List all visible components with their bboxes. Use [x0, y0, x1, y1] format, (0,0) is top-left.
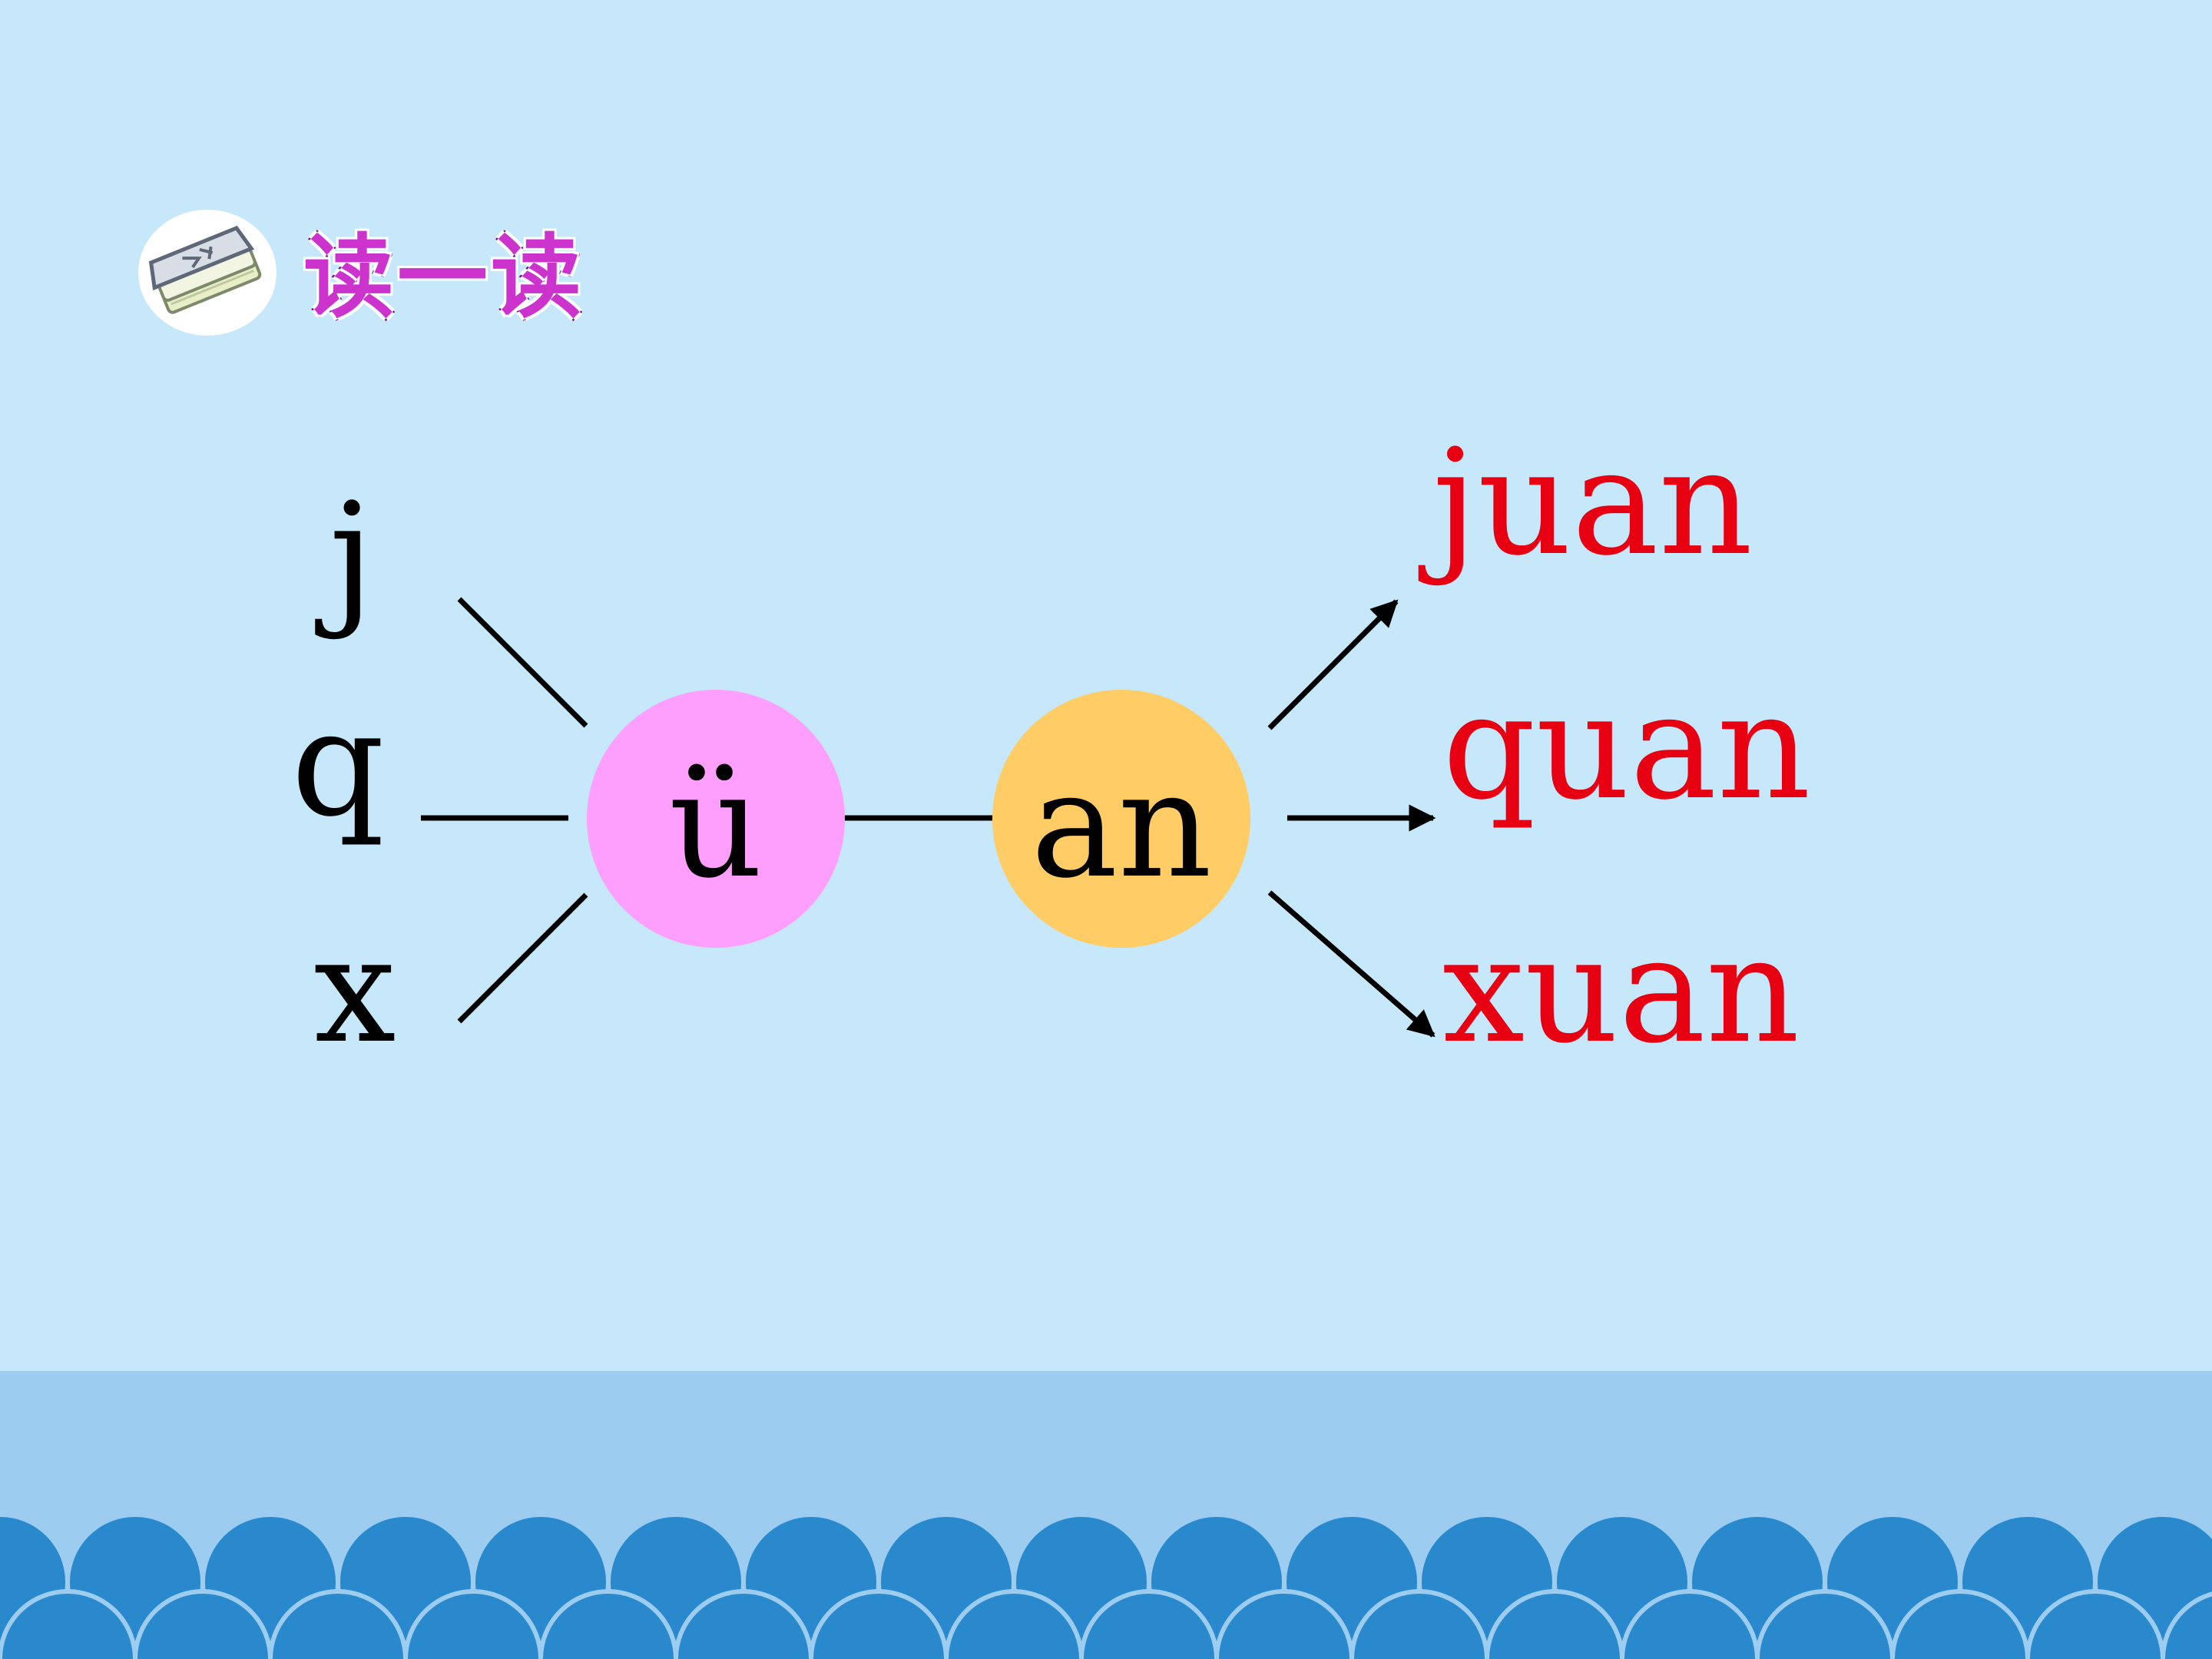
wave-scallop [1890, 1589, 2030, 1659]
wave-scallop [0, 1589, 137, 1659]
wave-scallop [1620, 1589, 1760, 1659]
wave-scallop [538, 1589, 678, 1659]
initial-x: x [313, 906, 396, 1075]
arrow-juan [1267, 599, 1399, 730]
wave-scallop [268, 1589, 408, 1659]
wave-scallop [944, 1589, 1084, 1659]
wave-scallop [1349, 1589, 1489, 1659]
wave-decoration [0, 1512, 2212, 1659]
result-xuan: xuan [1442, 906, 1800, 1075]
wave-scallop [809, 1589, 949, 1659]
result-quan: quan [1442, 662, 1811, 832]
wave-scallop [1755, 1589, 1895, 1659]
medial-circle [587, 690, 845, 948]
wave-scallop [1214, 1589, 1354, 1659]
result-juan: juan [1418, 418, 1753, 588]
medial-label: ü [669, 740, 763, 910]
final-label: an [1031, 740, 1212, 910]
wave-scallop [1485, 1589, 1624, 1659]
section-header: 读一读 [134, 192, 584, 346]
book-icon [138, 210, 276, 336]
wave-scallop [2161, 1591, 2212, 1659]
arrow-xuan [1267, 890, 1435, 1038]
connector-j [457, 597, 588, 728]
wave-scallop [674, 1589, 813, 1659]
wave-scallop [403, 1589, 543, 1659]
initial-q: q [291, 679, 385, 849]
final-circle [992, 690, 1250, 948]
initial-j: j [315, 472, 375, 641]
page-title: 读一读 [301, 222, 585, 332]
wave-scallop [2025, 1589, 2165, 1659]
wave-scallop [133, 1589, 273, 1659]
wave-scallop [1079, 1589, 1219, 1659]
connector-x [457, 892, 588, 1024]
